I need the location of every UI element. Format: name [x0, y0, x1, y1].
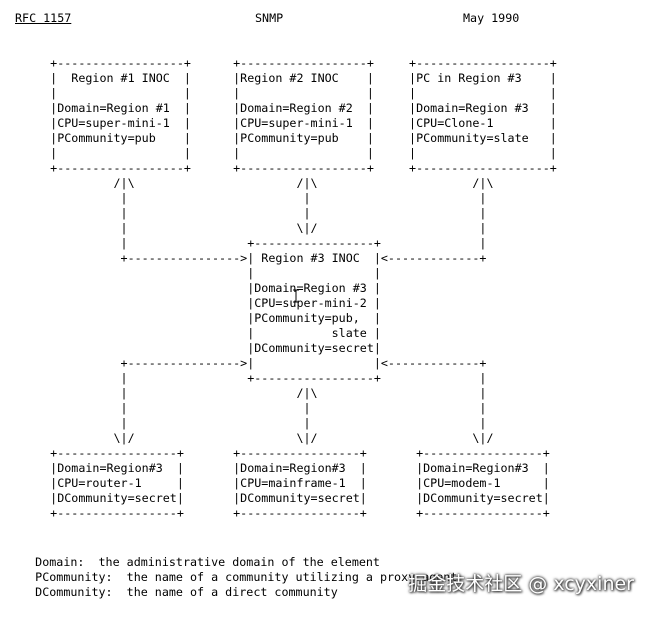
diagram-line: | +-----------------+ | [15, 236, 487, 250]
text-cursor-icon [293, 289, 299, 303]
diagram-line: | | | | | | [15, 146, 557, 160]
watermark-text: 掘金技术社区 @ xcyxiner [408, 573, 634, 595]
diagram-line: |CPU=super-mini-1 | |CPU=super-mini-1 | … [15, 116, 557, 130]
diagram-line: | | | [15, 416, 487, 430]
header-rfc-number: RFC 1157 [15, 11, 72, 25]
diagram-line: +---------------->| Region #3 INOC |<---… [15, 251, 487, 265]
legend-line: PCommunity: the name of a community util… [0, 570, 458, 584]
diagram-line: |PCommunity=pub, | [15, 311, 381, 325]
diagram-line: \|/ \|/ \|/ [15, 431, 494, 445]
diagram-line: | +-----------------+ | [15, 371, 487, 385]
diagram-line: | Region #1 INOC | |Region #2 INOC | |PC… [15, 71, 557, 85]
diagram-line: |DCommunity=secret| [15, 341, 381, 355]
diagram-line: |Domain=Region#3 | |Domain=Region#3 | |D… [15, 461, 550, 475]
header-protocol: SNMP [255, 11, 284, 25]
diagram-line: | | | [15, 206, 487, 220]
diagram-line: | /|\ | [15, 386, 487, 400]
diagram-line: |CPU=router-1 | |CPU=mainframe-1 | |CPU=… [15, 476, 550, 490]
diagram-line: +-----------------+ +-----------------+ … [15, 506, 550, 520]
diagram-line: | \|/ | [15, 221, 487, 235]
diagram-line: +------------------+ +------------------… [15, 161, 557, 175]
diagram-line: /|\ /|\ /|\ [15, 176, 494, 190]
diagram-line: | | | | | | [15, 86, 557, 100]
diagram-line: | | | [15, 401, 487, 415]
rfc-document-page: RFC 1157 SNMP May 1990 +----------------… [15, 11, 645, 611]
diagram-line: |Domain=Region #3 | [15, 281, 381, 295]
diagram-line: | slate | [15, 326, 381, 340]
diagram-line: |CPU=super-mini-2 | [15, 296, 381, 310]
diagram-line: +-----------------+ +-----------------+ … [15, 446, 550, 460]
diagram-line: |Domain=Region #1 | |Domain=Region #2 | … [15, 101, 557, 115]
legend-line: DCommunity: the name of a direct communi… [0, 585, 338, 599]
diagram-line: +---------------->| |<-------------+ [15, 356, 487, 370]
diagram-line: |DCommunity=secret| |DCommunity=secret| … [15, 491, 550, 505]
legend-line: Domain: the administrative domain of the… [0, 555, 380, 569]
diagram-line: | | [15, 266, 381, 280]
header-date: May 1990 [463, 11, 520, 25]
diagram-line: |PCommunity=pub | |PCommunity=pub | |PCo… [15, 131, 557, 145]
diagram-line: +------------------+ +------------------… [15, 56, 557, 70]
diagram-line: | | | [15, 191, 487, 205]
